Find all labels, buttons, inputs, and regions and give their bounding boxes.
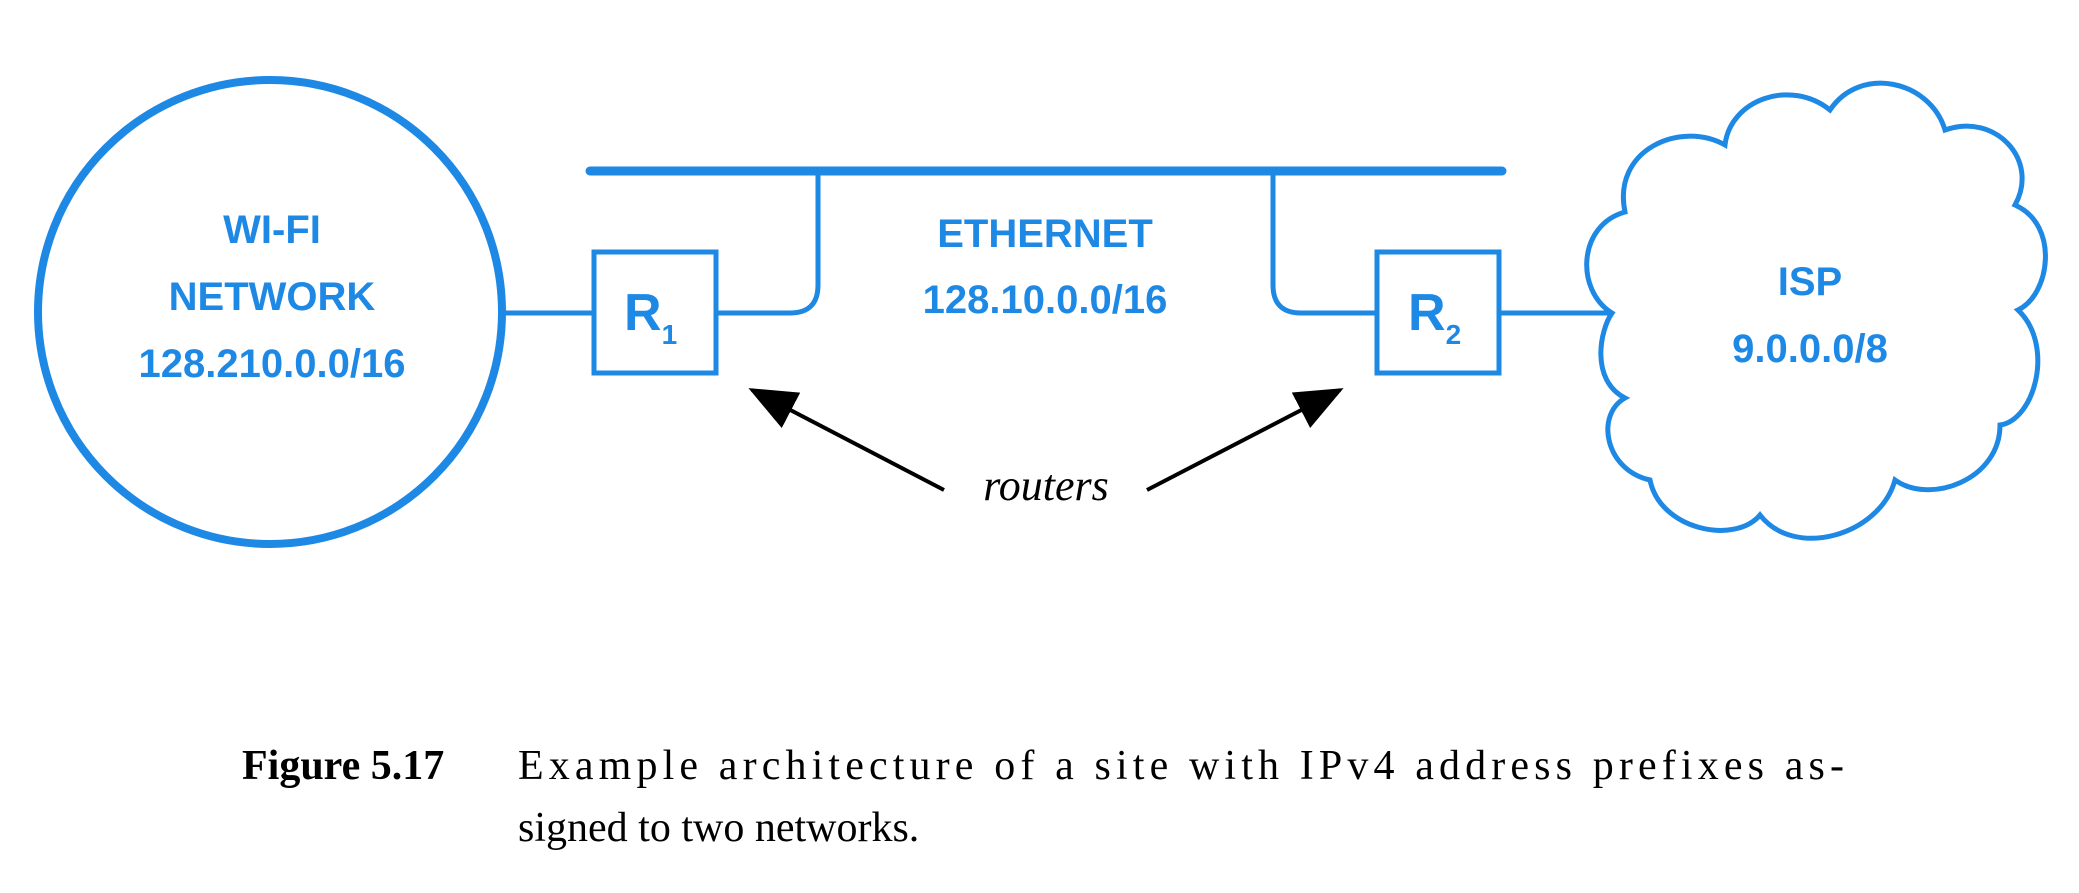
wifi-label-line2: NETWORK (169, 275, 376, 319)
ethernet-prefix: 128.10.0.0/16 (923, 278, 1168, 322)
wifi-label-line1: WI-FI (223, 208, 321, 252)
caption-line1: Example architecture of a site with IPv4… (518, 743, 1844, 789)
r1-bus-drop (716, 171, 821, 316)
router-r2-label: R2 (1408, 284, 1461, 350)
router-r2-box (1374, 249, 1502, 376)
wifi-prefix: 128.210.0.0/16 (139, 342, 406, 386)
ethernet-label: ETHERNET (937, 212, 1153, 256)
router-r2-letter: R (1408, 284, 1446, 342)
r2-bus-drop (1270, 171, 1377, 316)
figure-number: Figure 5.17 (242, 743, 444, 789)
isp-prefix: 9.0.0.0/8 (1732, 327, 1888, 371)
router-r2-subscript: 2 (1446, 319, 1462, 350)
caption-line2: signed to two networks. (518, 805, 919, 851)
arrow-to-r2 (1146, 388, 1344, 492)
isp-label: ISP (1778, 260, 1842, 304)
router-r1-label: R1 (624, 284, 677, 350)
arrow-to-r1 (748, 388, 945, 492)
router-r1-subscript: 1 (662, 319, 678, 350)
router-r1-box (591, 249, 719, 376)
routers-annotation: routers (983, 461, 1109, 510)
router-r1-letter: R (624, 284, 662, 342)
isp-cloud (1584, 80, 2048, 541)
